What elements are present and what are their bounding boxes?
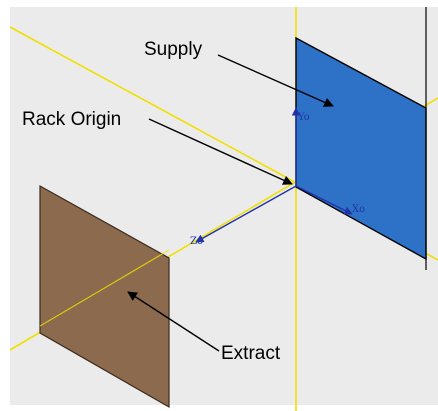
supply-leader-line xyxy=(217,54,334,107)
yellow-line-over-extract xyxy=(39,249,170,327)
rack-origin-leader-line xyxy=(148,118,293,185)
x-axis-line xyxy=(295,185,353,215)
extract-label: Extract xyxy=(221,343,281,364)
y-axis-label: Yo xyxy=(297,112,310,123)
z-axis-label: Zo xyxy=(190,236,203,247)
supply-label: Supply xyxy=(144,39,203,60)
z-axis-line xyxy=(195,185,297,243)
rack-origin-label: Rack Origin xyxy=(22,109,121,130)
extract-leader-line xyxy=(127,291,220,352)
extract-panel xyxy=(39,184,170,409)
x-axis-label: Xo xyxy=(352,204,365,215)
